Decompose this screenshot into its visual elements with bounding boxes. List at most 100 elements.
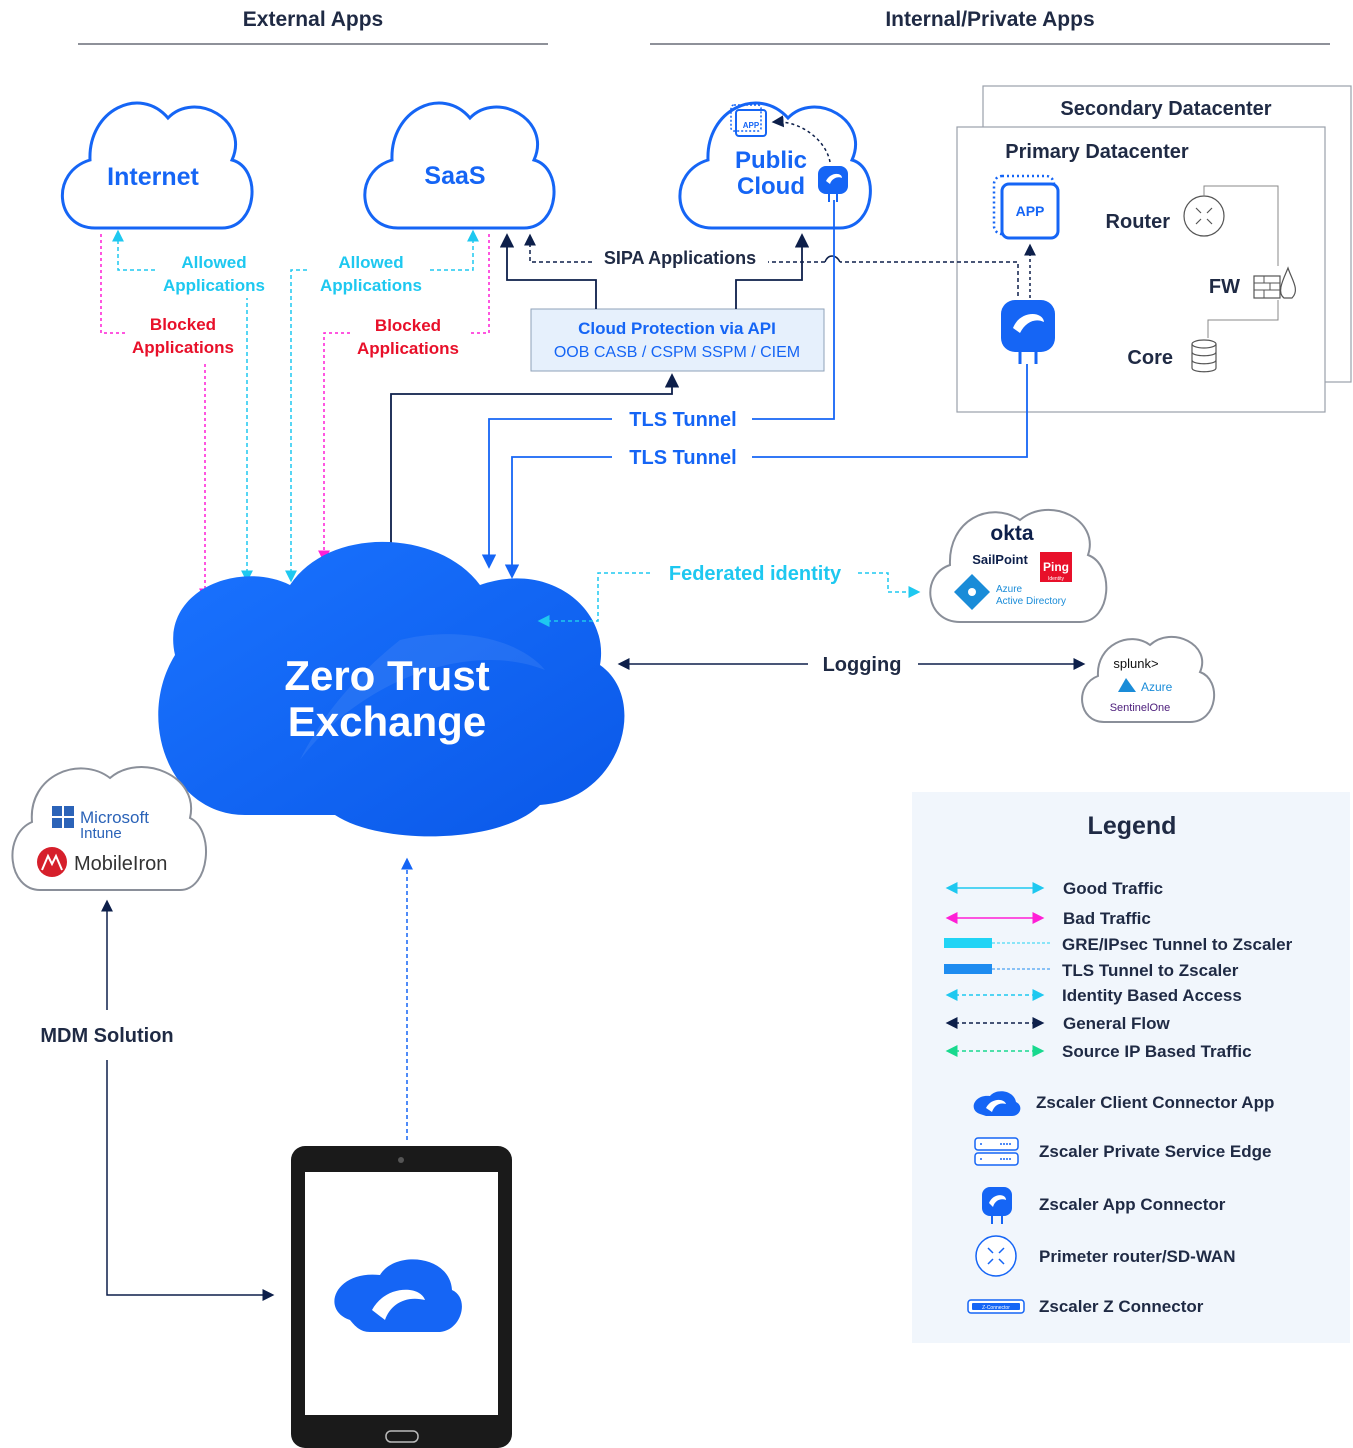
logging-providers-cloud: splunk> Azure SentinelOne [1081,635,1216,723]
legend-router: Primeter router/SD-WAN [975,1235,1235,1277]
svg-text:Applications: Applications [163,276,265,295]
legend-client-connector: Zscaler Client Connector App [973,1091,1274,1116]
svg-text:MobileIron: MobileIron [74,853,167,875]
core-label: Core [1127,347,1173,369]
primary-datacenter-label: Primary Datacenter [1005,141,1189,163]
app-icon: APP [992,174,1060,240]
azure-ad-icon [954,574,990,610]
legend-service-edge: Zscaler Private Service Edge [974,1137,1271,1166]
ping-logo [1040,552,1072,582]
ztx-to-cloud-protection [390,373,680,545]
service-edge-icon [974,1137,1019,1166]
svg-text:General Flow: General Flow [1063,1014,1171,1033]
svg-text:Good Traffic: Good Traffic [1063,879,1163,898]
tls-tunnel-1: TLS Tunnel [481,200,835,569]
mdm-solution-label: MDM Solution [40,1025,173,1047]
internet-label: Internet [107,163,199,191]
microsoft-logo-icon [52,806,74,828]
sipa-flow: SIPA Applications [524,233,1019,296]
secondary-datacenter-label: Secondary Datacenter [1060,98,1271,120]
sailpoint-logo: SailPoint [972,552,1028,567]
app-icon: APP [730,104,767,137]
cloud-protection-sub: OOB CASB / CSPM SSPM / CIEM [554,344,800,361]
logging-flow: Logging [617,654,1086,676]
external-apps-heading: External Apps [243,8,383,31]
splunk-logo: splunk> [1113,656,1158,671]
client-connector-icon [334,1259,462,1332]
mdm-flow: MDM Solution [40,899,275,1301]
svg-text:APP: APP [743,121,760,130]
svg-text:Identity Based Access: Identity Based Access [1062,986,1242,1005]
sipa-label: SIPA Applications [604,248,756,268]
saas-traffic: Allowed Applications Blocked Application… [285,229,490,583]
svg-text:Microsoft: Microsoft [80,808,149,827]
cloud-protection-box: Cloud Protection via API OOB CASB / CSPM… [499,233,825,372]
internet-traffic: Allowed Applications Blocked Application… [100,229,265,601]
svg-text:TLS Tunnel to Zscaler: TLS Tunnel to Zscaler [1062,961,1239,980]
z-connector-icon: Z-Connector [967,1299,1025,1314]
legend-tls-tunnel: TLS Tunnel to Zscaler [944,961,1239,980]
svg-text:Identity: Identity [1048,576,1065,582]
saas-cloud: SaaS [363,101,556,230]
identity-providers-cloud: okta SailPoint Ping Identity Azure Activ… [929,509,1108,623]
legend-panel: Legend Good Traffic Bad Traffic GRE/IPse… [912,792,1350,1343]
cloud-protection-title: Cloud Protection via API [578,319,776,338]
database-icon [1191,339,1217,373]
svg-text:GRE/IPsec Tunnel to Zscaler: GRE/IPsec Tunnel to Zscaler [1062,935,1293,954]
legend-app-connector: Zscaler App Connector [982,1187,1226,1224]
svg-text:Zscaler Z Connector: Zscaler Z Connector [1039,1297,1204,1316]
svg-text:Source IP Based Traffic: Source IP Based Traffic [1062,1042,1252,1061]
internal-apps-heading: Internal/Private Apps [885,8,1094,31]
legend-gre-tunnel: GRE/IPsec Tunnel to Zscaler [944,935,1293,954]
client-connector-icon [973,1091,1021,1116]
app-connector-icon [982,1187,1012,1224]
svg-text:Z-Connector: Z-Connector [982,1305,1010,1311]
public-cloud: APP Public Cloud [678,101,872,230]
okta-logo: okta [990,522,1034,545]
svg-text:Applications: Applications [320,276,422,295]
mdm-providers-cloud: Microsoft Intune MobileIron [11,766,207,891]
sentinelone-logo: SentinelOne [1110,702,1171,714]
svg-text:Applications: Applications [132,338,234,357]
fw-label: FW [1209,276,1240,298]
router-icon [1183,195,1225,237]
router-label: Router [1106,211,1171,233]
svg-text:Zscaler App Connector: Zscaler App Connector [1039,1195,1226,1214]
header-external: External Apps [78,8,548,45]
header-internal: Internal/Private Apps [650,8,1330,45]
firewall-icon [1253,266,1296,299]
svg-text:Blocked: Blocked [150,315,216,334]
svg-text:Allowed: Allowed [338,253,403,272]
legend-identity-access: Identity Based Access [945,986,1242,1005]
legend-general-flow: General Flow [945,1014,1171,1033]
legend-bad-traffic: Bad Traffic [945,909,1151,928]
svg-text:Primeter router/SD-WAN: Primeter router/SD-WAN [1039,1247,1235,1266]
svg-text:APP: APP [1016,203,1045,219]
internet-cloud: Internet [61,101,254,230]
federated-identity-flow: Federated identity [537,563,921,627]
zero-trust-exchange-cloud: Zero Trust Exchange [158,541,625,837]
app-connector-icon [1001,300,1055,364]
logging-label: Logging [823,654,902,676]
svg-text:Ping: Ping [1043,560,1069,574]
legend-source-ip: Source IP Based Traffic [945,1042,1252,1061]
svg-text:Zscaler Client Connector App: Zscaler Client Connector App [1036,1093,1274,1112]
svg-text:Active Directory: Active Directory [996,596,1066,607]
svg-text:Azure: Azure [1141,680,1173,694]
federated-identity-label: Federated identity [669,563,842,585]
svg-text:Allowed: Allowed [181,253,246,272]
tls-tunnel-label-2: TLS Tunnel [629,447,736,469]
app-connector-icon [818,166,848,202]
svg-text:Bad Traffic: Bad Traffic [1063,909,1151,928]
tls-tunnel-2: TLS Tunnel [504,364,1028,579]
tls-tunnel-label-1: TLS Tunnel [629,409,736,431]
svg-text:Applications: Applications [357,339,459,358]
saas-label: SaaS [424,162,485,190]
public-cloud-label-2: Cloud [737,173,805,200]
ztx-label-2: Exchange [288,698,486,745]
ztx-label-1: Zero Trust [284,652,489,699]
svg-text:Blocked: Blocked [375,316,441,335]
router-icon [975,1235,1017,1277]
